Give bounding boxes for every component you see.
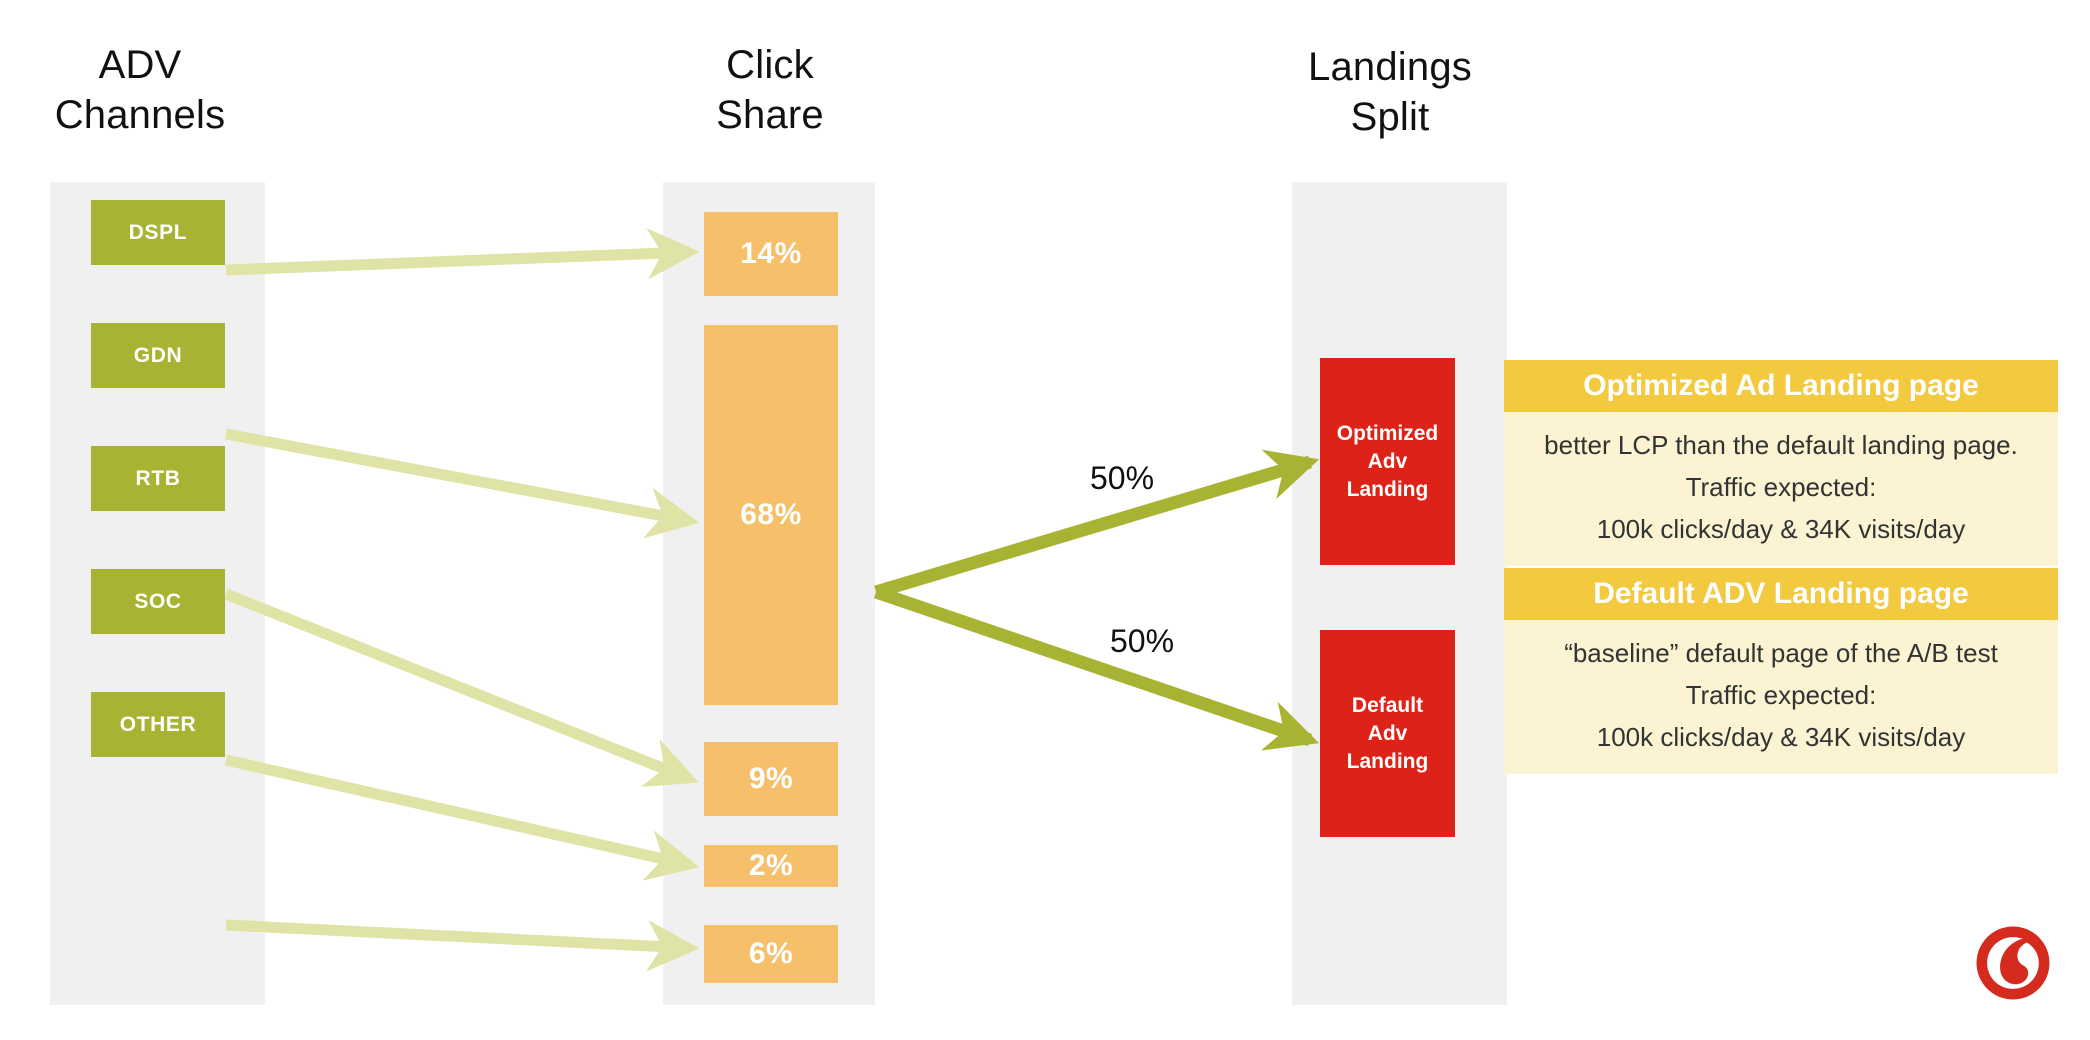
info-card-line-3: 100k clicks/day & 34K visits/day [1596, 514, 1966, 544]
adv-channel-box-other[interactable]: OTHER [91, 692, 225, 757]
split-label-optimized: 50% [1090, 460, 1155, 496]
info-card-title: Default ADV Landing page [1504, 568, 2058, 620]
adv-channel-box-soc[interactable]: SOC [91, 569, 225, 634]
column-header-click-line1: Click [726, 43, 814, 87]
column-header-adv-line1: ADV [98, 43, 182, 87]
click-share-value: 6% [748, 937, 794, 970]
flow-arrow-gdn [224, 428, 700, 539]
landing-box-line3: Landing [1346, 749, 1429, 773]
column-header-land-line2: Split [1350, 95, 1430, 139]
split-arrow-optimized [874, 449, 1320, 599]
click-share-value: 2% [748, 849, 794, 882]
column-header-landings-split: Landings Split [1250, 42, 1530, 142]
landing-box-line2: Adv [1367, 449, 1408, 473]
column-header-adv-line2: Channels [54, 93, 226, 137]
info-card-line-1: better LCP than the default landing page… [1544, 430, 2018, 460]
landing-box-default[interactable]: Default Adv Landing [1320, 630, 1455, 837]
info-card-line-3: 100k clicks/day & 34K visits/day [1596, 722, 1966, 752]
click-share-bar-14[interactable]: 14% [704, 212, 838, 296]
click-share-value: 68% [740, 498, 802, 531]
info-card-line-2: Traffic expected: [1685, 472, 1877, 502]
click-share-value: 14% [740, 237, 802, 270]
click-share-value: 9% [748, 762, 794, 795]
adv-channel-box-dspl[interactable]: DSPL [91, 200, 225, 265]
info-card-default: Default ADV Landing page “baseline” defa… [1504, 568, 2058, 774]
click-share-bar-6[interactable]: 6% [704, 925, 838, 983]
adv-channel-box-rtb[interactable]: RTB [91, 446, 225, 511]
flow-arrow-soc [224, 754, 700, 881]
adv-channel-label: GDN [133, 343, 183, 367]
flow-arrow-other [225, 919, 700, 972]
click-share-bar-2[interactable]: 2% [704, 845, 838, 887]
split-arrow-default [873, 585, 1320, 751]
click-share-bar-9[interactable]: 9% [704, 742, 838, 816]
flow-arrow-dspl [225, 227, 700, 280]
adv-channel-box-gdn[interactable]: GDN [91, 323, 225, 388]
vodafone-logo [1976, 926, 2050, 1000]
info-card-line-1: “baseline” default page of the A/B test [1564, 638, 1998, 668]
info-card-optimized: Optimized Ad Landing page better LCP tha… [1504, 360, 2058, 566]
split-label-default: 50% [1110, 623, 1175, 659]
column-header-click-line2: Share [716, 93, 824, 137]
landing-box-line1: Default [1351, 693, 1424, 717]
adv-channel-label: RTB [135, 466, 181, 490]
click-share-bar-68[interactable]: 68% [704, 325, 838, 705]
landing-box-line3: Landing [1346, 477, 1429, 501]
column-header-click-share: Click Share [635, 40, 905, 140]
column-header-land-line1: Landings [1308, 45, 1472, 89]
panel-landings-split [1292, 182, 1507, 1005]
column-header-adv-channels: ADV Channels [20, 40, 260, 140]
adv-channel-label: DSPL [128, 220, 188, 244]
landing-box-line2: Adv [1367, 721, 1408, 745]
info-card-body: better LCP than the default landing page… [1504, 412, 2058, 566]
adv-channel-label: SOC [134, 589, 182, 613]
landing-box-optimized[interactable]: Optimized Adv Landing [1320, 358, 1455, 565]
adv-channel-label: OTHER [119, 712, 197, 736]
landing-box-line1: Optimized [1336, 421, 1439, 445]
info-card-title: Optimized Ad Landing page [1504, 360, 2058, 412]
info-card-line-2: Traffic expected: [1685, 680, 1877, 710]
info-card-body: “baseline” default page of the A/B test … [1504, 620, 2058, 774]
flow-arrow-rtb [223, 588, 699, 788]
